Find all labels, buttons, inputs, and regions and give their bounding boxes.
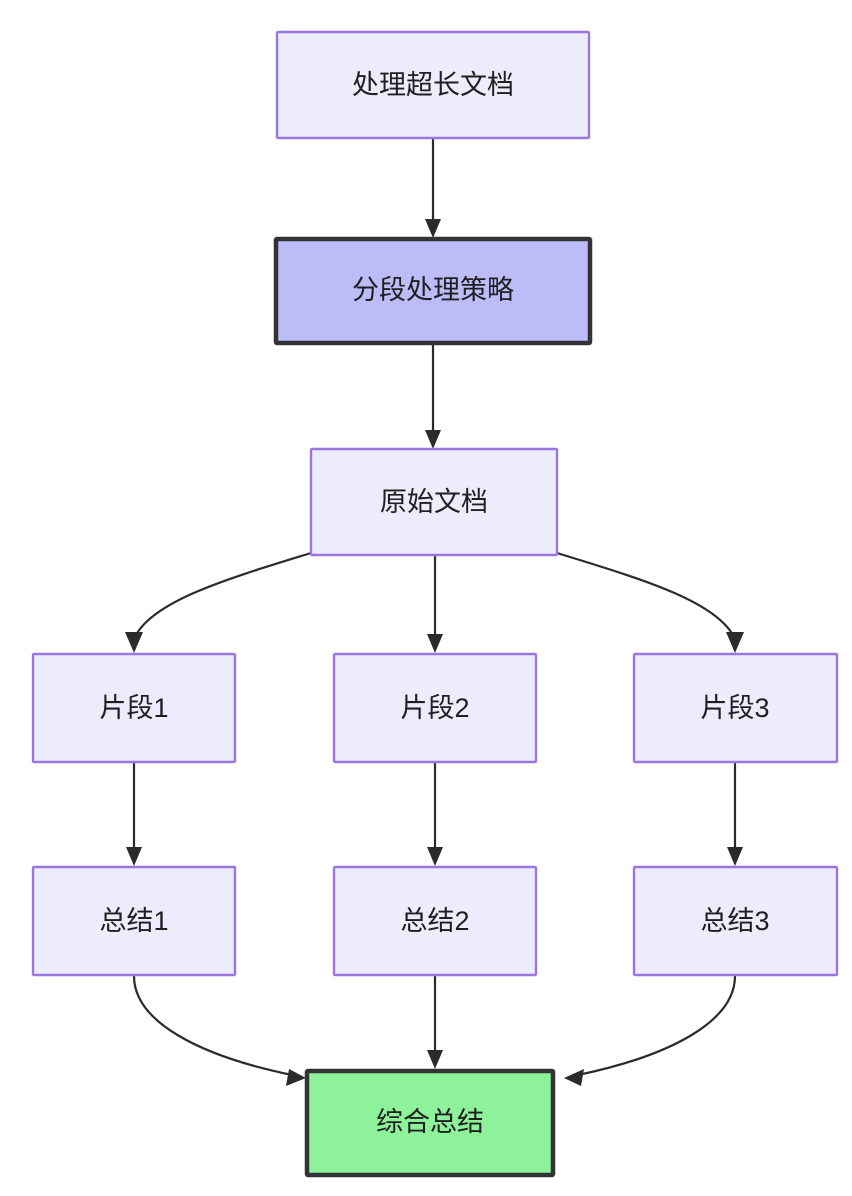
node-label: 片段3 <box>700 693 769 723</box>
node-shape[interactable] <box>632 865 839 977</box>
node-source-document[interactable]: 原始文档 <box>309 447 559 557</box>
edge-line <box>577 975 737 1077</box>
arrow-head-icon <box>126 847 142 866</box>
node-shape[interactable] <box>332 652 538 764</box>
edge-line <box>132 551 312 640</box>
node-label: 综合总结 <box>376 1107 484 1137</box>
node-label: 原始文档 <box>380 487 488 517</box>
edge-process-to-strategy <box>425 139 441 238</box>
node-shape[interactable] <box>332 865 538 977</box>
node-shape[interactable] <box>31 652 237 764</box>
node-label: 总结3 <box>700 906 769 936</box>
edge-fragment-2-to-summary-2 <box>427 763 443 866</box>
arrow-head-icon <box>425 430 441 449</box>
edge-fragment-1-to-summary-1 <box>126 763 142 866</box>
node-shape[interactable] <box>273 236 593 346</box>
node-summary-1[interactable]: 总结1 <box>31 865 237 977</box>
arrow-head-icon <box>425 219 441 238</box>
node-label: 片段2 <box>400 693 469 723</box>
node-label: 片段1 <box>99 693 168 723</box>
edge-source-to-fragment-2 <box>427 556 443 653</box>
node-final-summary[interactable]: 综合总结 <box>304 1068 556 1178</box>
edge-summary-3-to-final <box>564 975 737 1086</box>
node-chunking-strategy[interactable]: 分段处理策略 <box>273 236 593 346</box>
edge-summary-1-to-final <box>132 975 306 1086</box>
edge-line <box>132 975 293 1077</box>
edge-source-to-fragment-3 <box>556 551 744 653</box>
node-summary-2[interactable]: 总结2 <box>332 865 538 977</box>
node-summary-3[interactable]: 总结3 <box>632 865 839 977</box>
edge-summary-2-to-final <box>427 976 443 1069</box>
arrow-head-icon <box>427 847 443 866</box>
node-shape[interactable] <box>275 30 591 140</box>
node-label: 处理超长文档 <box>352 70 514 100</box>
arrow-head-icon <box>726 632 744 653</box>
arrow-head-icon <box>125 632 143 653</box>
node-fragment-3[interactable]: 片段3 <box>632 652 839 764</box>
edge-strategy-to-source <box>425 345 441 449</box>
node-shape[interactable] <box>31 865 237 977</box>
node-layer: 处理超长文档 分段处理策略 原始文档 片段1 片段2 片段3 <box>31 30 839 1178</box>
edge-line <box>556 551 737 640</box>
edge-layer <box>125 139 744 1086</box>
node-process-long-document[interactable]: 处理超长文档 <box>275 30 591 140</box>
edge-source-to-fragment-1 <box>125 551 312 653</box>
arrow-head-icon <box>286 1069 306 1086</box>
edge-fragment-3-to-summary-3 <box>727 763 743 866</box>
arrow-head-icon <box>427 1050 443 1069</box>
node-shape[interactable] <box>632 652 839 764</box>
arrow-head-icon <box>564 1069 584 1086</box>
node-shape[interactable] <box>304 1068 556 1178</box>
node-label: 总结1 <box>99 906 168 936</box>
node-label: 分段处理策略 <box>352 275 514 305</box>
node-fragment-2[interactable]: 片段2 <box>332 652 538 764</box>
node-label: 总结2 <box>400 906 469 936</box>
arrow-head-icon <box>727 847 743 866</box>
node-fragment-1[interactable]: 片段1 <box>31 652 237 764</box>
node-shape[interactable] <box>309 447 559 557</box>
arrow-head-icon <box>427 634 443 653</box>
